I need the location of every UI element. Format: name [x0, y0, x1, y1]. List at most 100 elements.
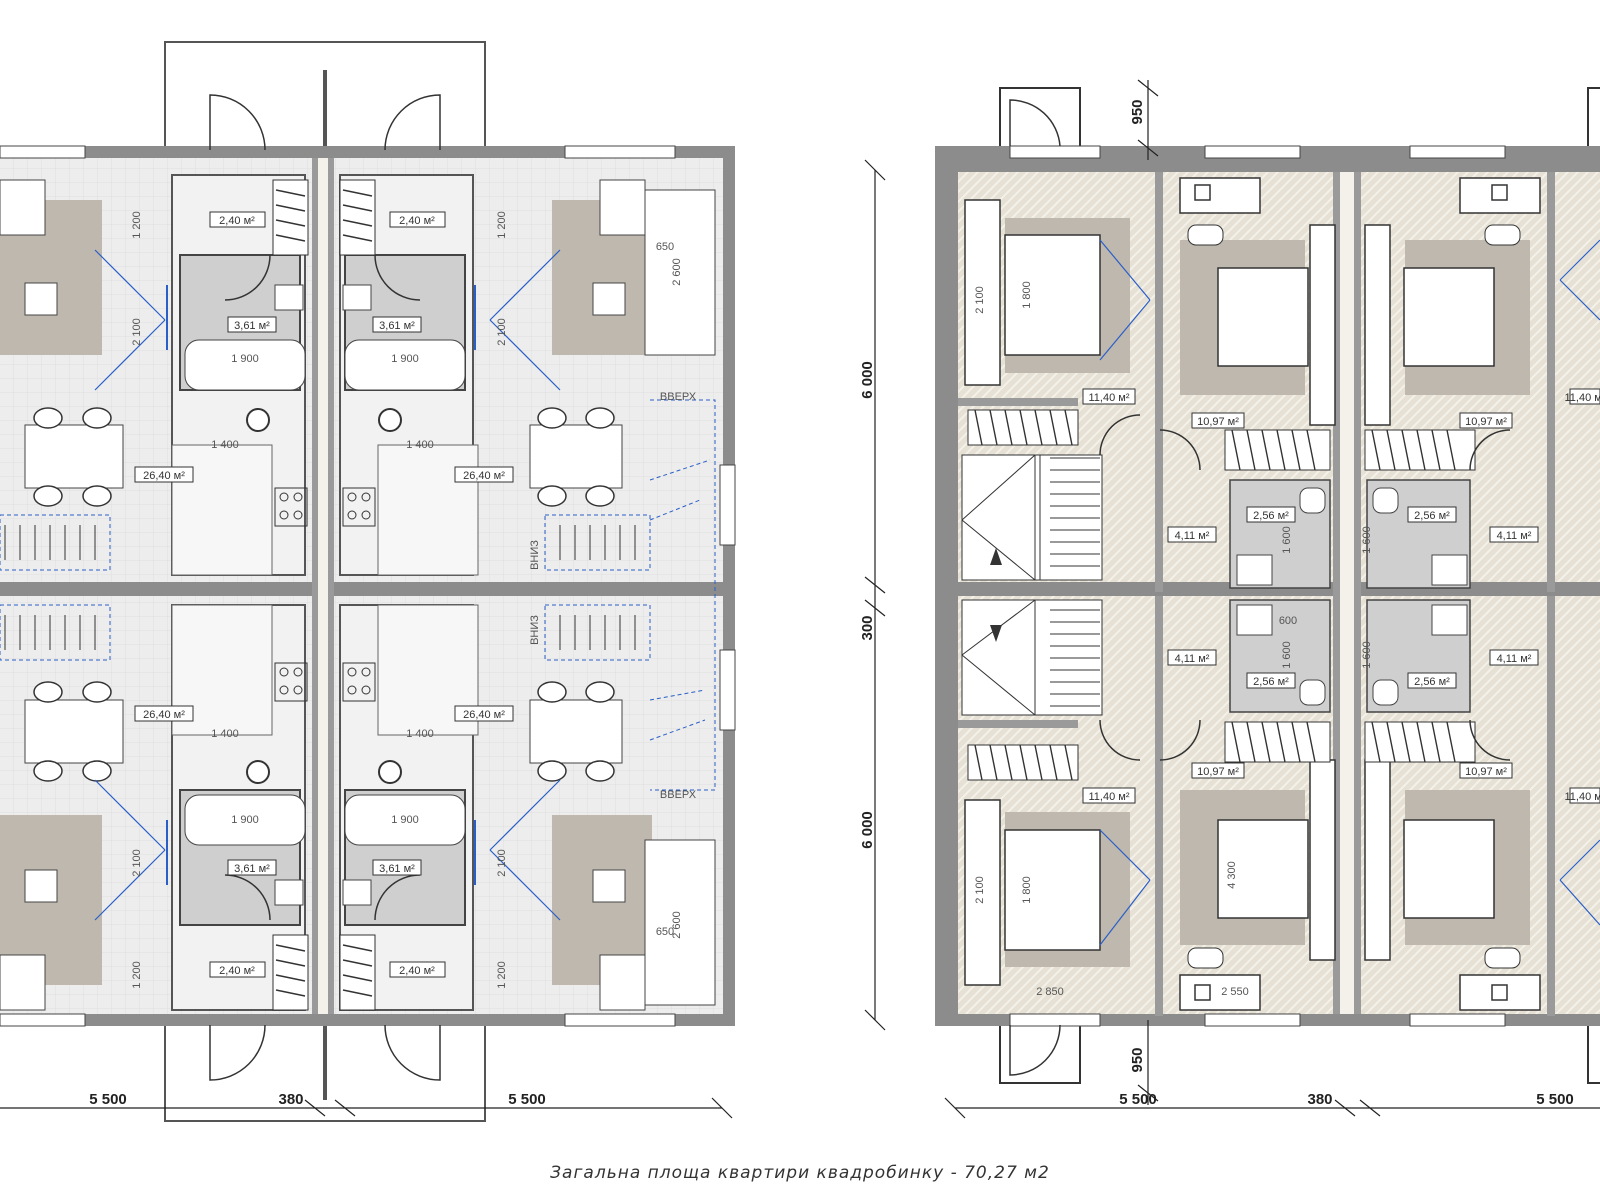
- svg-text:11,40 м²: 11,40 м²: [1089, 791, 1130, 803]
- svg-text:ВНИЗ: ВНИЗ: [529, 615, 541, 645]
- room-label-bed-bm1: 10,97 м²: [1191, 762, 1245, 779]
- room-label-bed-tm1: 10,97 м²: [1191, 412, 1245, 429]
- svg-text:2 100: 2 100: [974, 286, 986, 314]
- svg-text:4,11 м²: 4,11 м²: [1497, 653, 1532, 665]
- svg-text:10,97 м²: 10,97 м²: [1465, 416, 1507, 428]
- svg-text:1 800: 1 800: [1021, 876, 1033, 904]
- svg-text:2,56 м²: 2,56 м²: [1253, 676, 1289, 688]
- room-label-bed-tl: 11,40 м²: [1082, 388, 1136, 405]
- room-label-wc-t2: 2,56 м²: [1407, 506, 1457, 523]
- svg-text:26,40 м²: 26,40 м²: [463, 470, 505, 482]
- room-label-hall-t2: 4,11 м²: [1489, 526, 1539, 543]
- room-label-toilet-ul: 2,40 м²: [209, 211, 266, 228]
- svg-text:2 600: 2 600: [671, 911, 683, 939]
- ground-room-labels: 2,40 м² 2,40 м² 3,61 м² 3,61 м² 26,40 м²…: [134, 211, 514, 978]
- svg-text:2,40 м²: 2,40 м²: [219, 965, 255, 977]
- svg-text:2 100: 2 100: [974, 876, 986, 904]
- room-label-living-ur: 26,40 м²: [454, 466, 514, 483]
- upper-dim-1: 5 500: [1119, 1091, 1157, 1108]
- room-label-bed-br: 11,40 м²: [1565, 787, 1600, 804]
- svg-text:3,61 м²: 3,61 м²: [379, 320, 415, 332]
- svg-text:1 200: 1 200: [131, 961, 143, 989]
- room-label-living-lr: 26,40 м²: [454, 705, 514, 722]
- svg-text:2 100: 2 100: [131, 318, 143, 346]
- svg-text:3,61 м²: 3,61 м²: [234, 863, 270, 875]
- room-label-bed-bl: 11,40 м²: [1082, 787, 1136, 804]
- svg-text:ВВЕРХ: ВВЕРХ: [660, 789, 697, 801]
- room-label-bed-tm2: 10,97 м²: [1459, 412, 1513, 429]
- svg-text:650: 650: [656, 926, 674, 938]
- svg-text:1 800: 1 800: [1021, 281, 1033, 309]
- svg-text:600: 600: [1279, 615, 1297, 627]
- room-label-wc-b1: 2,56 м²: [1246, 672, 1296, 689]
- ground-dim-1: 5 500: [89, 1091, 127, 1108]
- upper-dim-balcony-top: 950: [1129, 99, 1146, 124]
- upper-dim-height-1: 6 000: [859, 361, 876, 399]
- svg-text:10,97 м²: 10,97 м²: [1465, 766, 1507, 778]
- svg-text:1 400: 1 400: [211, 728, 239, 740]
- svg-text:10,97 м²: 10,97 м²: [1197, 416, 1239, 428]
- svg-text:26,40 м²: 26,40 м²: [143, 709, 185, 721]
- svg-text:2 100: 2 100: [496, 318, 508, 346]
- svg-text:1 200: 1 200: [496, 961, 508, 989]
- plan-caption: Загальна площа квартири квадробинку - 70…: [550, 1163, 1050, 1183]
- svg-text:2,56 м²: 2,56 м²: [1414, 676, 1450, 688]
- svg-text:2 850: 2 850: [1036, 986, 1064, 998]
- room-label-hall-t1: 4,11 м²: [1167, 526, 1217, 543]
- svg-text:2 550: 2 550: [1221, 986, 1249, 998]
- upper-inner-dims: 1 800 1 800 2 100 2 100 2 850 2 550 1 60…: [974, 281, 1373, 998]
- upper-dim-3: 5 500: [1536, 1091, 1574, 1108]
- upper-dim-lines: [864, 79, 1600, 1119]
- svg-text:2,56 м²: 2,56 м²: [1414, 510, 1450, 522]
- room-label-wc-b2: 2,56 м²: [1407, 672, 1457, 689]
- svg-text:2,56 м²: 2,56 м²: [1253, 510, 1289, 522]
- svg-text:1 900: 1 900: [391, 353, 419, 365]
- svg-text:2 100: 2 100: [496, 849, 508, 877]
- svg-text:2 100: 2 100: [131, 849, 143, 877]
- svg-text:650: 650: [656, 241, 674, 253]
- svg-text:11,40 м²: 11,40 м²: [1565, 791, 1600, 803]
- svg-text:1 900: 1 900: [231, 353, 259, 365]
- svg-text:1 400: 1 400: [406, 728, 434, 740]
- ground-dim-2: 380: [278, 1091, 303, 1108]
- svg-text:11,40 м²: 11,40 м²: [1089, 392, 1130, 404]
- room-label-hall-b1: 4,11 м²: [1167, 649, 1217, 666]
- room-label-bath-ll: 3,61 м²: [227, 859, 277, 876]
- svg-text:1 400: 1 400: [211, 439, 239, 451]
- upper-dim-height-2: 6 000: [859, 811, 876, 849]
- room-label-bath-ur: 3,61 м²: [372, 316, 422, 333]
- room-label-wc-t1: 2,56 м²: [1246, 506, 1296, 523]
- svg-text:4,11 м²: 4,11 м²: [1175, 530, 1210, 542]
- svg-text:1 600: 1 600: [1281, 526, 1293, 554]
- room-label-bed-bm2: 10,97 м²: [1459, 762, 1513, 779]
- svg-text:ВВЕРХ: ВВЕРХ: [660, 391, 697, 403]
- svg-text:2 600: 2 600: [671, 258, 683, 286]
- svg-text:1 400: 1 400: [406, 439, 434, 451]
- room-label-toilet-lr: 2,40 м²: [389, 961, 446, 978]
- upper-dim-balcony-bottom: 950: [1129, 1047, 1146, 1072]
- upper-room-labels: 11,40 м² 10,97 м² 10,97 м² 11,40 м² 4,11…: [1082, 388, 1600, 804]
- svg-text:3,61 м²: 3,61 м²: [379, 863, 415, 875]
- upper-dim-2: 380: [1307, 1091, 1332, 1108]
- svg-text:1 600: 1 600: [1361, 641, 1373, 669]
- svg-text:4,11 м²: 4,11 м²: [1497, 530, 1532, 542]
- room-label-bath-lr: 3,61 м²: [372, 859, 422, 876]
- svg-text:3,61 м²: 3,61 м²: [234, 320, 270, 332]
- ground-stairs: [0, 399, 716, 791]
- svg-text:26,40 м²: 26,40 м²: [463, 709, 505, 721]
- svg-text:26,40 м²: 26,40 м²: [143, 470, 185, 482]
- ground-floor-plan: 2,40 м² 2,40 м² 3,61 м² 3,61 м² 26,40 м²…: [0, 41, 736, 1122]
- svg-text:2,40 м²: 2,40 м²: [219, 215, 255, 227]
- upper-dim-gap: 300: [859, 615, 876, 640]
- room-label-bath-ul: 3,61 м²: [227, 316, 277, 333]
- ground-dim-line: [0, 1097, 733, 1119]
- room-label-living-ul: 26,40 м²: [134, 466, 194, 483]
- svg-text:1 600: 1 600: [1361, 526, 1373, 554]
- room-label-toilet-ll: 2,40 м²: [209, 961, 266, 978]
- room-label-living-ll: 26,40 м²: [134, 705, 194, 722]
- svg-text:2,40 м²: 2,40 м²: [399, 965, 435, 977]
- upper-stairs: [961, 454, 1103, 716]
- room-label-bed-tr: 11,40 м²: [1565, 388, 1600, 405]
- room-label-toilet-ur: 2,40 м²: [389, 211, 446, 228]
